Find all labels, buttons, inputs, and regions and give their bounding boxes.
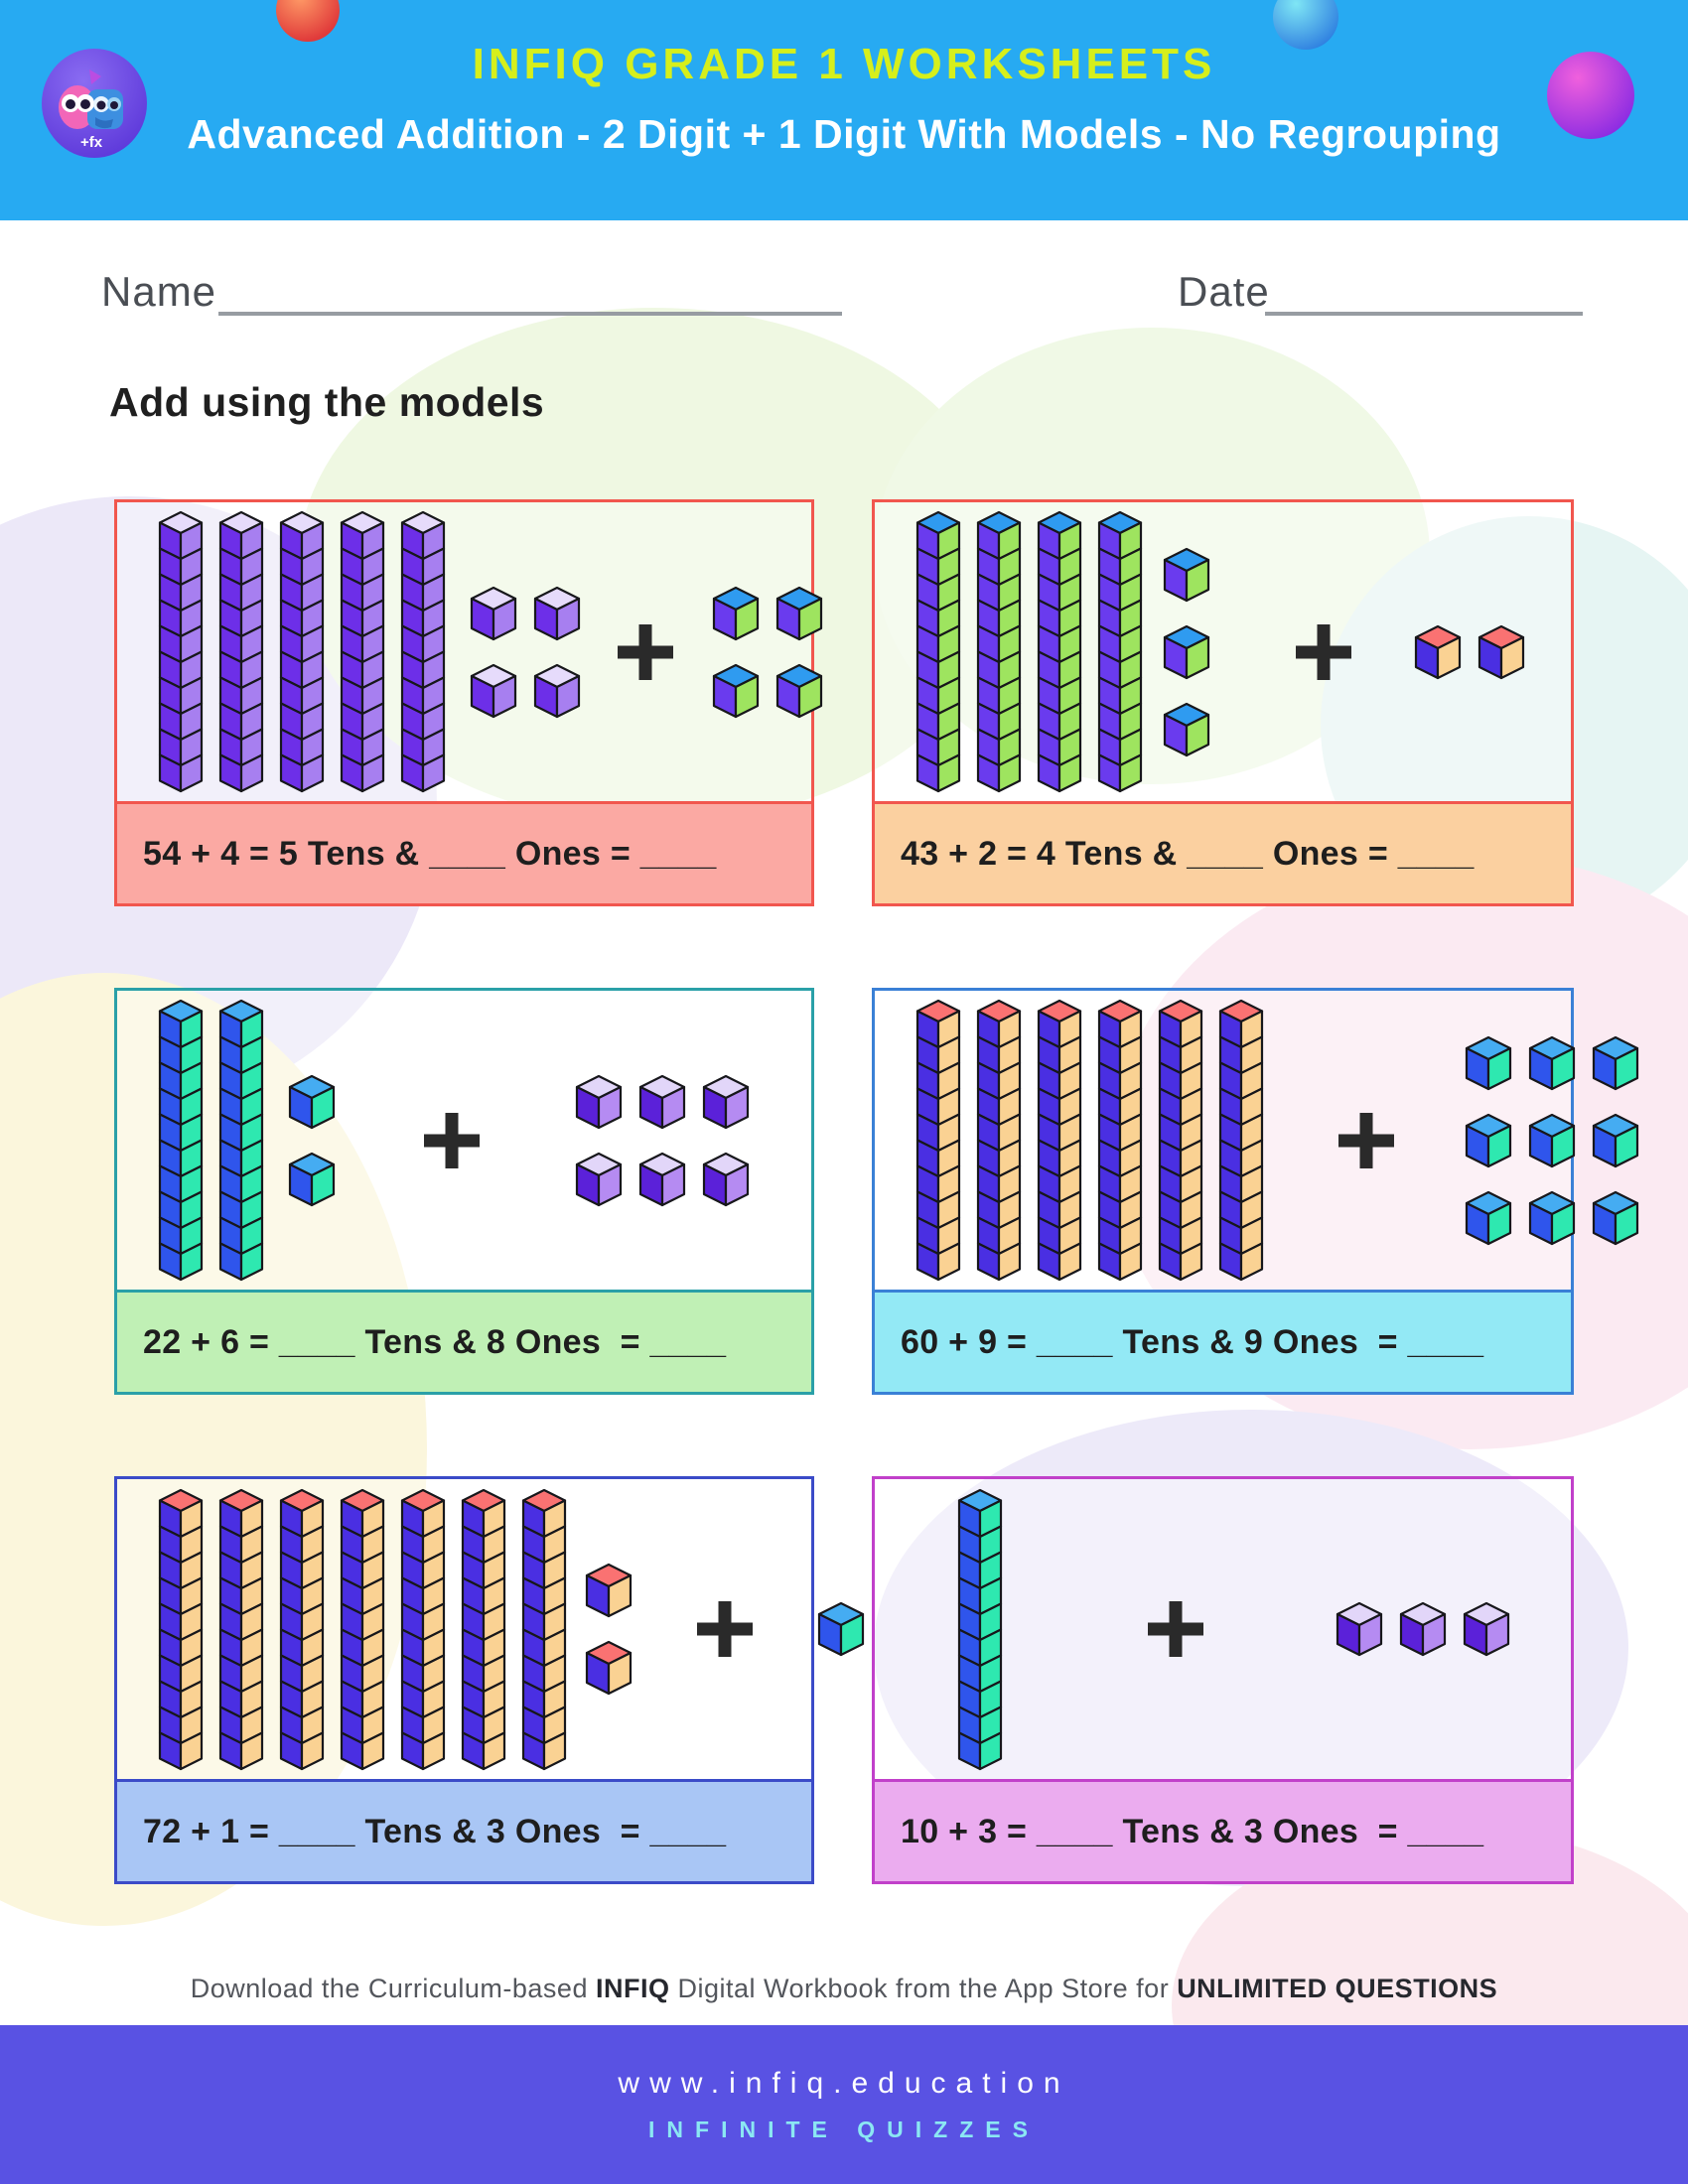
tens-rods <box>956 1487 1004 1772</box>
model-area <box>117 502 823 801</box>
equation-text: 60 + 9 = ____ Tens & 9 Ones = ____ <box>901 1322 1484 1361</box>
ones-cubes <box>287 1073 337 1208</box>
problem-card-3: 22 + 6 = ____ Tens & 8 Ones = ____ <box>114 988 814 1395</box>
plus-icon <box>1148 1601 1203 1657</box>
tens-rods <box>157 509 447 794</box>
plus-icon <box>1338 1112 1394 1168</box>
problems-grid: 54 + 4 = 5 Tens & ____ Ones = ____ 43 + … <box>114 499 1639 1884</box>
equation-bar: 60 + 9 = ____ Tens & 9 Ones = ____ <box>875 1290 1571 1392</box>
model-area <box>875 991 1639 1290</box>
name-blank-line <box>218 312 842 316</box>
equation-bar: 10 + 3 = ____ Tens & 3 Ones = ____ <box>875 1779 1571 1881</box>
equation-text: 72 + 1 = ____ Tens & 3 Ones = ____ <box>143 1812 727 1850</box>
ones-cubes <box>711 585 824 720</box>
tens-rods <box>914 998 1265 1283</box>
name-date-row: Name Date <box>0 260 1688 330</box>
ones-cubes <box>1162 546 1211 758</box>
problem-card-5: 72 + 1 = ____ Tens & 3 Ones = ____ <box>114 1476 865 1884</box>
ones-cubes <box>574 1073 751 1208</box>
tens-rods <box>157 998 265 1283</box>
problem-card-4: 60 + 9 = ____ Tens & 9 Ones = ____ <box>872 988 1639 1395</box>
ones-cubes <box>1464 1034 1640 1247</box>
footer-bar: www.infiq.education INFINITE QUIZZES <box>0 2025 1688 2184</box>
page-title: Advanced Addition - 2 Digit + 1 Digit Wi… <box>187 111 1501 157</box>
header: +fx INFIQ GRADE 1 WORKSHEETS Advanced Ad… <box>0 0 1688 220</box>
problem-card-6: 10 + 3 = ____ Tens & 3 Ones = ____ <box>872 1476 1574 1884</box>
equation-text: 54 + 4 = 5 Tens & ____ Ones = ____ <box>143 834 717 873</box>
instruction-heading: Add using the models <box>109 379 545 425</box>
ones-cubes <box>1413 623 1526 681</box>
model-area <box>117 991 811 1290</box>
website-url: www.infiq.education <box>618 2066 1070 2100</box>
ones-cubes <box>816 1600 866 1658</box>
equation-bar: 22 + 6 = ____ Tens & 8 Ones = ____ <box>117 1290 811 1392</box>
equation-text: 10 + 3 = ____ Tens & 3 Ones = ____ <box>901 1812 1484 1850</box>
plus-icon <box>697 1601 753 1657</box>
name-label: Name <box>101 268 217 315</box>
ones-cubes <box>584 1562 633 1697</box>
tens-rods <box>914 509 1144 794</box>
model-area <box>875 1479 1571 1779</box>
brand-text: INFIQ GRADE 1 WORKSHEETS <box>472 40 1216 88</box>
infiq-logo: +fx <box>42 49 147 158</box>
equation-bar: 43 + 2 = 4 Tens & ____ Ones = ____ <box>875 801 1571 903</box>
date-blank-line <box>1265 312 1583 316</box>
equation-bar: 54 + 4 = 5 Tens & ____ Ones = ____ <box>117 801 811 903</box>
model-area <box>875 502 1571 801</box>
plus-icon <box>424 1112 480 1168</box>
model-area <box>117 1479 865 1779</box>
tens-rods <box>157 1487 568 1772</box>
ones-cubes <box>1335 1600 1511 1658</box>
plus-icon <box>618 623 673 680</box>
date-label: Date <box>1178 268 1270 315</box>
equation-text: 43 + 2 = 4 Tens & ____ Ones = ____ <box>901 834 1475 873</box>
ones-cubes <box>469 585 582 720</box>
download-note: Download the Curriculum-based INFIQ Digi… <box>190 1974 1498 2003</box>
problem-card-2: 43 + 2 = 4 Tens & ____ Ones = ____ <box>872 499 1574 906</box>
equation-text: 22 + 6 = ____ Tens & 8 Ones = ____ <box>143 1322 727 1361</box>
magenta-sphere-decoration <box>1547 52 1634 139</box>
equation-bar: 72 + 1 = ____ Tens & 3 Ones = ____ <box>117 1779 811 1881</box>
plus-icon <box>1296 623 1351 680</box>
svg-text:+fx: +fx <box>80 134 103 151</box>
tagline: INFINITE QUIZZES <box>648 2116 1040 2142</box>
problem-card-1: 54 + 4 = 5 Tens & ____ Ones = ____ <box>114 499 823 906</box>
